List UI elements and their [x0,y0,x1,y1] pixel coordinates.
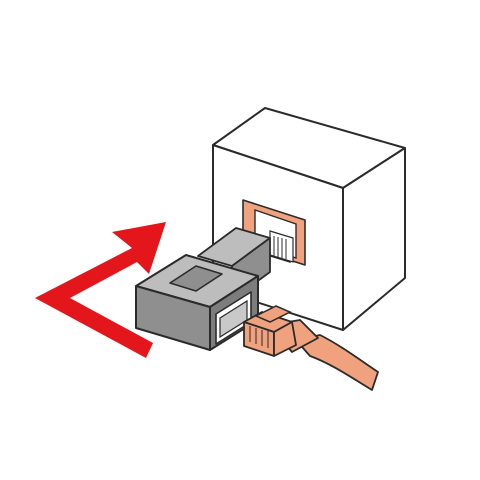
plug-head-side [273,321,297,357]
ethernet-cable-plug-icon [243,305,379,391]
cable-body [295,334,379,391]
box-side-face [342,147,406,331]
insert-direction-arrow-icon [35,222,166,358]
plug-latch-tab [254,305,292,323]
coupler-adapter-icon [135,227,271,351]
arrow-shape [35,222,166,358]
adapter-latch [169,265,223,292]
